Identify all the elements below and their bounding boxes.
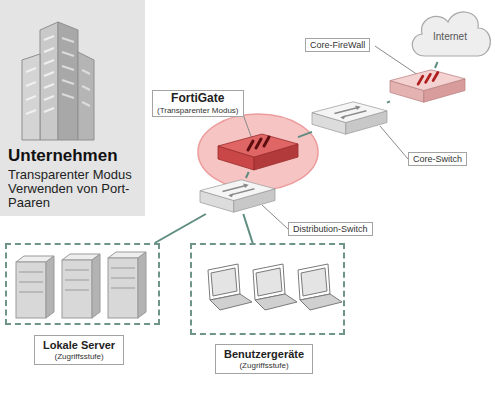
label-box: Core-FireWall (305, 38, 370, 52)
device-group: Lokale Server(Zugriffsstufe) (5, 243, 160, 325)
device-sublabel: (Zugriffsstufe) (54, 352, 103, 361)
device-label: Distribution-Switch (293, 224, 368, 234)
network-device: Distribution-Switch (200, 178, 275, 214)
cloud-label: Internet (433, 31, 467, 42)
label-box: Benutzergeräte(Zugriffsstufe) (215, 344, 313, 374)
label-box: Distribution-Switch (288, 222, 373, 236)
panel-subtitle: Transparenter Modus Verwenden von Port-P… (8, 168, 138, 210)
device-shape (200, 178, 275, 214)
network-link (387, 101, 390, 102)
device-label: Core-FireWall (310, 40, 365, 50)
company-panel: UnternehmenTransparenter Modus Verwenden… (0, 0, 145, 216)
server-illustration (16, 252, 146, 318)
network-link (246, 172, 249, 178)
device-sublabel: (Zugriffsstufe) (239, 361, 288, 370)
network-link (298, 132, 312, 137)
network-link (155, 214, 206, 243)
label-box: FortiGate(Transparenter Modus) (152, 90, 244, 117)
device-sublabel: (Transparenter Modus) (157, 106, 239, 115)
network-link (435, 62, 438, 68)
highlight-glow (198, 114, 318, 190)
network-device: Core-FireWall (390, 68, 465, 104)
leader-line (262, 205, 288, 229)
network-device: FortiGate(Transparenter Modus) (218, 132, 298, 172)
device-label: FortiGate (171, 92, 224, 106)
network-device: Core-Switch (312, 100, 387, 136)
internet-cloud: Internet (405, 2, 495, 62)
device-shape (218, 132, 298, 172)
device-label: Core-Switch (413, 154, 462, 164)
label-box: Lokale Server(Zugriffsstufe) (34, 335, 124, 365)
device-label: Lokale Server (43, 339, 115, 352)
device-shape (312, 100, 387, 136)
device-label: Benutzergeräte (224, 348, 304, 361)
leader-line (375, 46, 418, 75)
cloud-text: Internet (405, 6, 495, 66)
label-box: Core-Switch (408, 152, 467, 166)
device-group: Benutzergeräte(Zugriffsstufe) (190, 243, 345, 335)
building-illustration (22, 22, 94, 140)
panel-heading: Unternehmen (8, 146, 118, 166)
laptop-illustration (208, 264, 342, 310)
leader-line (380, 126, 408, 159)
device-shape (390, 68, 465, 104)
network-link (243, 214, 252, 243)
